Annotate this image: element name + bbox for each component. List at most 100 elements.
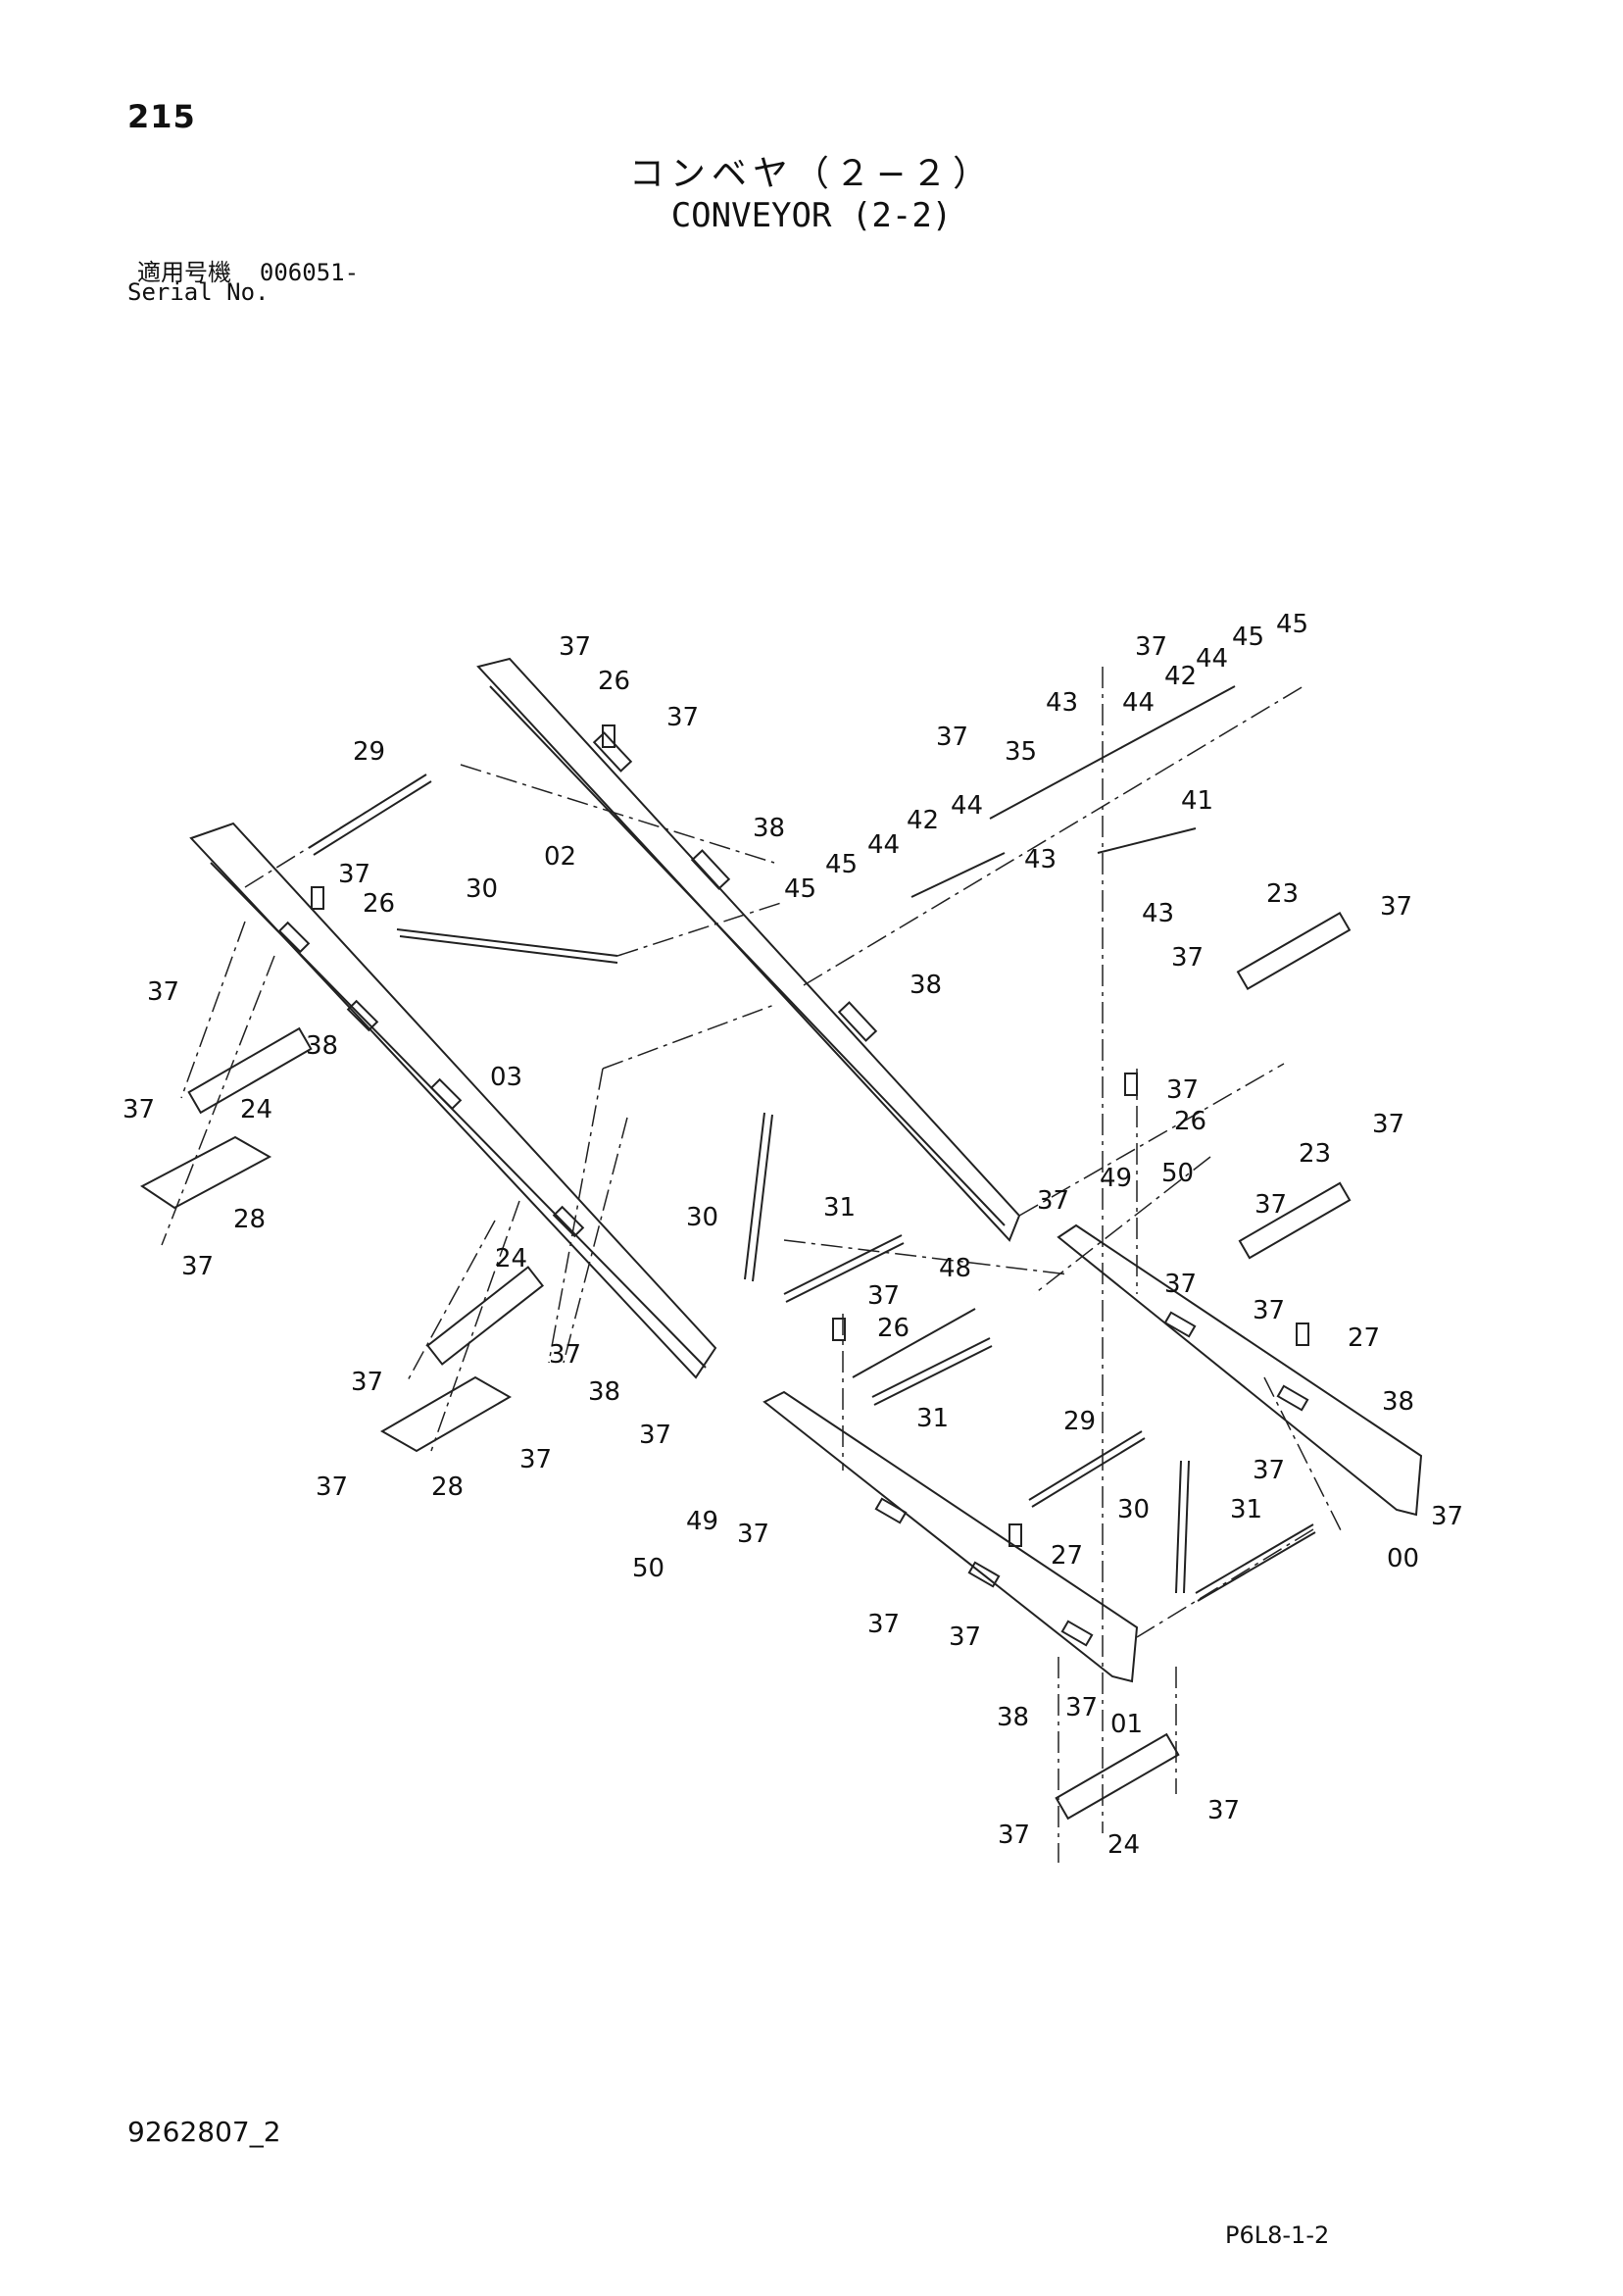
step-28-middle [379,1375,513,1453]
callout-28: 28 [233,1205,266,1234]
callout-37: 37 [1431,1502,1463,1531]
callout-38: 38 [753,814,785,843]
callout-37: 37 [949,1622,981,1652]
callout-37: 37 [737,1520,769,1549]
serial-line: 適用号機 006051- [137,253,359,287]
frame-part-03 [189,822,717,1379]
callout-45: 45 [1276,610,1308,639]
callout-37: 37 [1207,1796,1240,1825]
callout-29: 29 [353,737,385,767]
idler-24-middle [425,1266,545,1366]
callout-38: 38 [306,1031,338,1061]
leader-lines [161,667,1344,1863]
roller-31-center [871,1337,993,1406]
callout-37: 37 [1253,1296,1285,1325]
callout-37: 37 [338,860,370,889]
callout-37: 37 [1037,1186,1069,1216]
callout-31: 31 [1230,1495,1262,1524]
frame-part-00 [1057,1223,1423,1517]
strut-30-upper [396,928,618,964]
step-28-left [140,1135,272,1210]
callout-37: 37 [1380,892,1412,922]
roller-29-upper [308,774,432,856]
callout-37: 37 [559,632,591,662]
strut-30-middle [744,1112,773,1282]
roller-23-upper [1236,911,1352,991]
callout-42: 42 [907,806,939,835]
roller-23-right [1238,1181,1352,1260]
callout-27: 27 [1051,1541,1083,1571]
serial-value: 006051- [259,259,360,286]
pin-26-right [1124,1073,1138,1096]
pin-26-top [602,724,615,748]
callout-26: 26 [1174,1107,1206,1136]
document-number: 9262807_2 [127,2116,281,2148]
callout-37: 37 [1166,1075,1199,1105]
callout-37: 37 [181,1252,214,1281]
callout-37: 37 [351,1368,383,1397]
callout-37: 37 [936,723,968,752]
callout-44: 44 [1196,644,1228,674]
callout-01: 01 [1110,1710,1143,1739]
callout-41: 41 [1181,786,1213,816]
strut-30-lower [1175,1460,1190,1594]
serial-label-japanese: 適用号機 [137,259,231,286]
callout-37: 37 [666,703,699,732]
roller-48 [852,1308,976,1378]
callout-44: 44 [1122,688,1155,718]
callout-38: 38 [588,1377,620,1407]
callout-44: 44 [951,791,983,821]
title-english: CONVEYOR (2-2) [670,196,953,235]
pin-26-center [832,1318,846,1341]
callout-26: 26 [877,1314,910,1343]
callout-49: 49 [1100,1164,1132,1193]
callout-37: 37 [639,1421,671,1450]
pin-26-left [311,886,324,910]
callout-37: 37 [123,1095,155,1124]
callout-30: 30 [686,1203,718,1232]
roller-31-middle [783,1234,905,1303]
callout-45: 45 [1232,623,1264,652]
callout-50: 50 [632,1554,664,1583]
callout-38: 38 [997,1703,1029,1732]
callout-50: 50 [1161,1159,1194,1188]
frame-part-01 [762,1390,1139,1683]
callout-35: 35 [1005,737,1037,767]
idler-24-bottom [1055,1732,1180,1821]
callout-43: 43 [1024,845,1057,874]
page-code: P6L8-1-2 [1225,2221,1330,2249]
page-number: 215 [127,98,196,135]
callout-26: 26 [598,667,630,696]
callout-30: 30 [466,874,498,904]
callout-28: 28 [431,1472,464,1502]
callout-45: 45 [784,874,816,904]
callout-23: 23 [1266,879,1299,909]
idler-24-left [187,1026,313,1115]
callout-02: 02 [544,842,576,872]
roller-29-lower [1028,1430,1146,1508]
callout-37: 37 [147,977,179,1007]
title-japanese: コンベヤ（２−２） [628,154,995,194]
callout-37: 37 [867,1281,900,1311]
callout-00: 00 [1387,1544,1419,1573]
callout-38: 38 [910,971,942,1000]
callout-29: 29 [1063,1407,1096,1436]
callout-labels: 37 26 37 29 02 38 37 26 30 37 38 03 38 3… [123,610,1463,1860]
pin-27-right [1296,1323,1309,1346]
callout-37: 37 [1135,632,1167,662]
callout-27: 27 [1348,1323,1380,1353]
callout-37: 37 [1171,943,1204,973]
callout-37: 37 [998,1821,1030,1850]
callout-31: 31 [916,1404,949,1433]
callout-26: 26 [363,889,395,919]
callout-24: 24 [1107,1830,1140,1860]
callout-49: 49 [686,1507,718,1536]
callout-23: 23 [1299,1139,1331,1169]
callout-37: 37 [549,1340,581,1370]
callout-03: 03 [490,1063,522,1092]
callout-37: 37 [519,1445,552,1474]
callout-45: 45 [825,850,858,879]
callout-30: 30 [1117,1495,1150,1524]
serial-label-english: Serial No. [127,278,270,306]
